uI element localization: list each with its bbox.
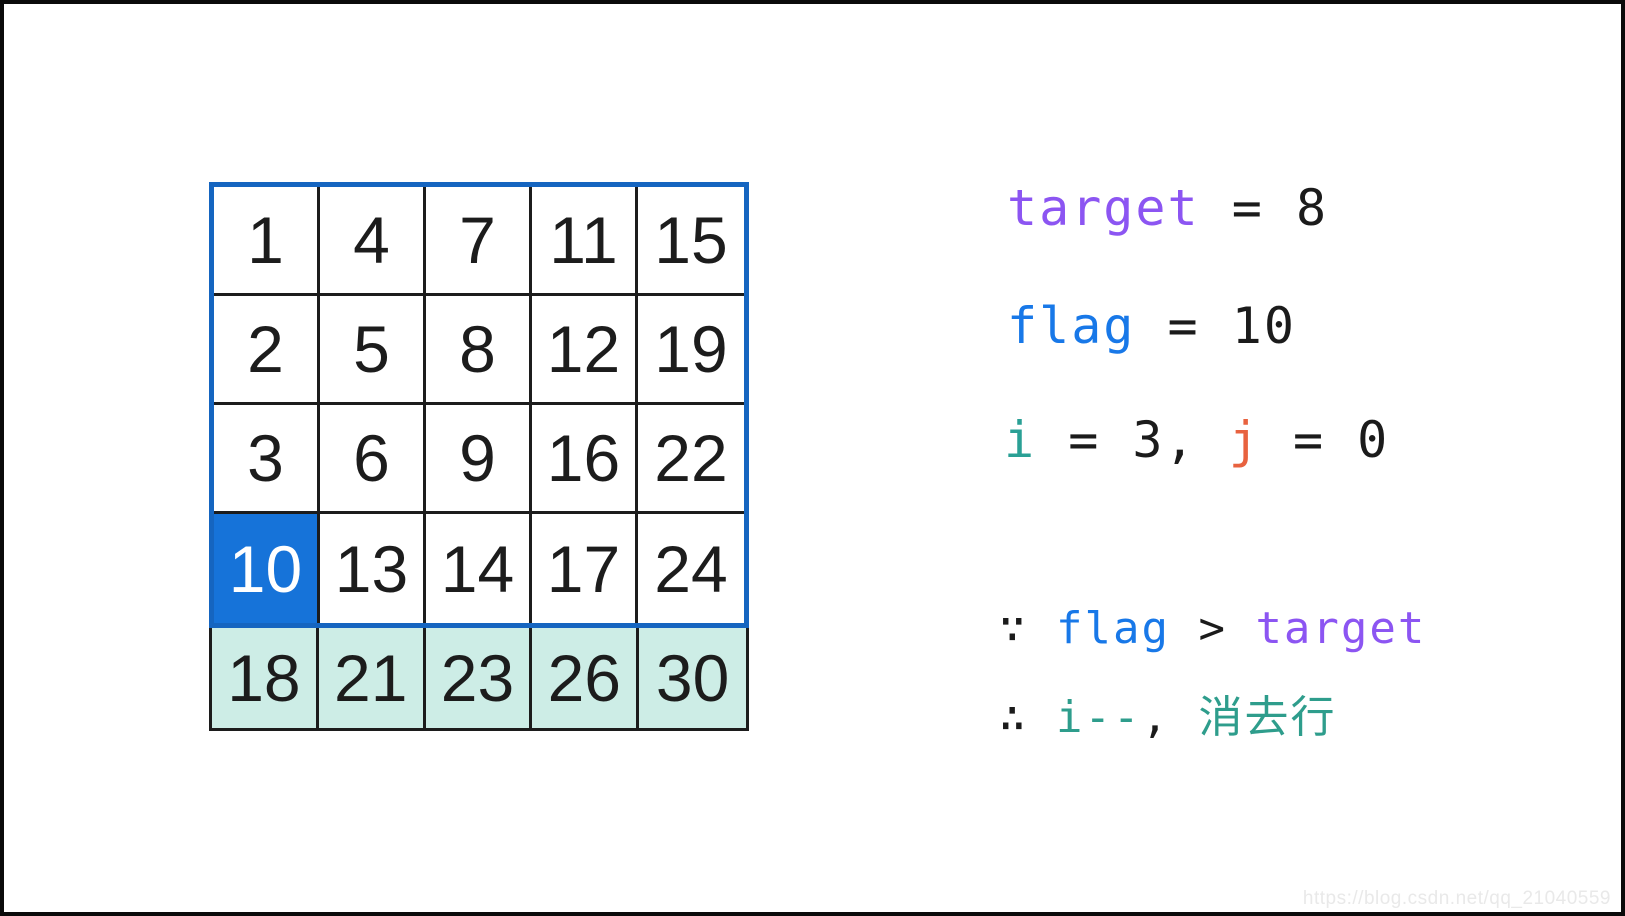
comma: ,: [1141, 692, 1199, 743]
matrix-cell-r4c0: 18: [212, 628, 319, 728]
matrix-cell-r0c3: 11: [532, 187, 638, 296]
matrix-cell-r2c3: 16: [532, 405, 638, 514]
var-target: target: [1255, 603, 1427, 654]
matrix-cell-r3c4: 24: [654, 531, 728, 606]
therefore-symbol: ∴: [999, 692, 1056, 743]
i-value: = 3,: [1036, 411, 1229, 469]
eliminate-row-label: 消去行: [1198, 692, 1337, 743]
var-target: target: [1007, 179, 1200, 237]
j-value: = 0: [1260, 411, 1390, 469]
because-symbol: ∵: [999, 603, 1056, 654]
matrix-cell-r0c4: 15: [638, 187, 744, 296]
matrix-cell-r1c0: 2: [214, 296, 320, 405]
matrix-cell-r3c2: 14: [426, 514, 532, 623]
annotation-ij-assignment: i = 3, j = 0: [1004, 411, 1389, 469]
matrix-cell-r4c4: 30: [655, 641, 730, 715]
matrix-cell-r0c1: 4: [320, 187, 426, 296]
target-value: 8: [1295, 179, 1329, 237]
var-flag: flag: [1007, 297, 1136, 355]
matrix-cell-r1c2: 8: [426, 296, 532, 405]
matrix-cell-r4c2: 23: [426, 628, 533, 728]
equals-op: =: [1135, 297, 1232, 355]
watermark: https://blog.csdn.net/qq_21040559: [1302, 888, 1611, 909]
matrix-cell-r2c0: 3: [214, 405, 320, 514]
matrix-cell-r0c2: 7: [426, 187, 532, 296]
greater-than-op: >: [1169, 603, 1256, 654]
matrix-cell-r3c3: 17: [532, 514, 638, 623]
matrix-cell-r1c4: 19: [638, 296, 744, 405]
equals-op: =: [1199, 179, 1296, 237]
matrix-cell-r2c2: 9: [426, 405, 532, 514]
var-i: i: [1004, 411, 1037, 469]
matrix-cell-r0c0: 1: [214, 187, 320, 296]
annotation-target-assignment: target = 8: [1007, 179, 1328, 237]
matrix-cell-r1c1: 5: [320, 296, 426, 405]
matrix-cell-r4c1: 21: [319, 628, 426, 728]
matrix-cell-r2c4: 22: [638, 405, 744, 514]
matrix-cell-r3c0: 10: [214, 514, 320, 623]
i-decrement: i--: [1055, 692, 1142, 743]
matrix-cell-r2c1: 6: [320, 405, 426, 514]
annotation-flag-assignment: flag = 10: [1007, 297, 1296, 355]
var-j: j: [1228, 411, 1261, 469]
var-flag: flag: [1055, 603, 1170, 654]
matrix-cell-r3c1: 13: [320, 514, 426, 623]
matrix-cell-r4c3: 26: [532, 628, 640, 728]
matrix-cell-r1c3: 12: [532, 296, 638, 405]
annotation-therefore-action: ∴ i--, 消去行: [999, 681, 1336, 745]
flag-value: 10: [1231, 297, 1296, 355]
annotation-because-condition: ∵ flag > target: [999, 603, 1426, 654]
